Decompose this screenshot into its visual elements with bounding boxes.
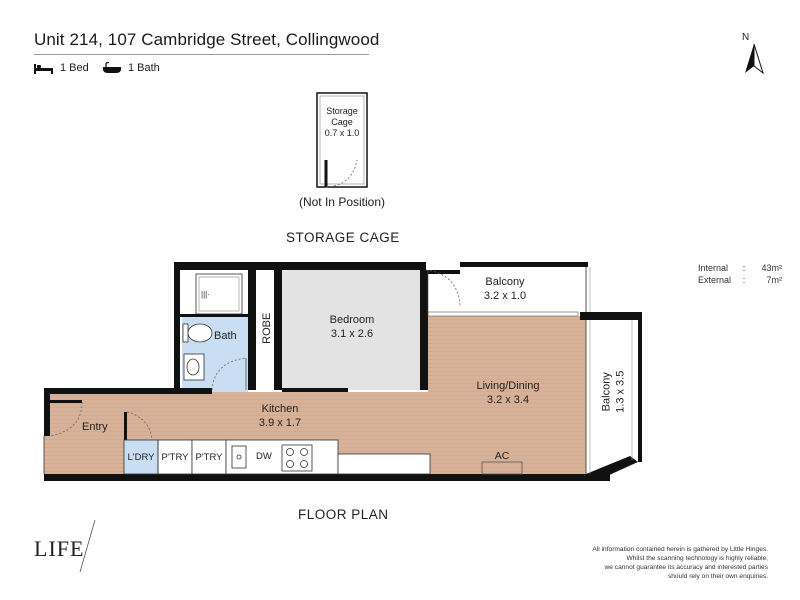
kitchen-label: Kitchen 3.9 x 1.7 <box>244 403 316 431</box>
pantry-label-1: P'TRY <box>161 452 189 463</box>
laundry-label: L'DRY <box>127 452 155 463</box>
robe-label: ROBE <box>261 312 274 344</box>
laundry-floor <box>124 440 158 474</box>
storage-cage-label: Storage Cage 0.7 x 1.0 <box>317 106 367 138</box>
balcony-top-label: Balcony 3.2 x 1.0 <box>470 276 540 304</box>
storage-note: (Not In Position) <box>298 195 386 209</box>
baths-label: 1 Bath <box>128 62 160 74</box>
svg-text:|||·: |||· <box>201 290 210 299</box>
floor-plan-heading: FLOOR PLAN <box>298 507 389 522</box>
storage-name-2: Cage <box>331 116 353 127</box>
basin-icon <box>183 353 205 381</box>
kitchen-name: Kitchen <box>261 403 299 415</box>
disclaimer: All information contained herein is gath… <box>528 546 768 582</box>
balcony-top-size: 3.2 x 1.0 <box>483 289 527 302</box>
ac-label: AC <box>494 450 510 462</box>
internal-area-label: Internal <box>698 263 729 273</box>
walls <box>44 262 642 481</box>
living-floor <box>428 316 586 474</box>
living-name: Living/Dining <box>476 380 540 392</box>
storage-cage-heading: STORAGE CAGE <box>286 230 400 245</box>
bed-icon <box>34 64 53 74</box>
storage-size: 0.7 x 1.0 <box>324 127 360 138</box>
bath-label: Bath <box>214 330 237 342</box>
kitchen-size: 3.9 x 1.7 <box>258 416 302 429</box>
toilet-icon <box>182 323 213 343</box>
disclaimer-line-1: All information contained herein is gath… <box>592 546 768 553</box>
title-divider <box>34 54 369 55</box>
balcony-side-label: Balcony 1.3 x 3.5 <box>600 356 628 428</box>
storage-name: Storage <box>326 106 358 116</box>
external-area-value: 7m² <box>766 275 783 286</box>
balcony-top-name: Balcony <box>485 276 525 288</box>
bedroom-name: Bedroom <box>329 314 375 326</box>
disclaimer-line-2: Whilst the scanning technology is highly… <box>626 554 768 562</box>
balcony-side-name: Balcony <box>600 372 613 412</box>
bath-icon <box>103 62 121 73</box>
ac-unit <box>481 461 523 475</box>
shower-icon: |||· <box>195 273 243 315</box>
listing-address: Unit 214, 107 Cambridge Street, Collingw… <box>34 30 380 49</box>
living-dining-label: Living/Dining 3.2 x 3.4 <box>460 380 556 408</box>
pantry-label-2: P'TRY <box>195 452 223 463</box>
balcony-side-size: 1.3 x 3.5 <box>614 370 626 413</box>
living-size: 3.2 x 3.4 <box>486 393 530 406</box>
cooktop-icon <box>281 444 313 472</box>
disclaimer-line-3: we cannot guarantee its accuracy and int… <box>604 563 768 571</box>
compass-north-label: N <box>742 32 750 43</box>
dishwasher-label: DW <box>256 451 272 462</box>
life-logo: LIFE <box>34 536 85 561</box>
entry-label: Entry <box>82 421 108 433</box>
sink-icon <box>231 445 247 469</box>
bedroom-label: Bedroom 3.1 x 2.6 <box>312 314 392 342</box>
bedroom-floor <box>282 270 422 390</box>
baths-info: 1 Bath <box>102 62 160 74</box>
area-summary: Internal : 43m² External : 7m² <box>698 263 783 286</box>
internal-area-value: 43m² <box>761 263 782 273</box>
bedroom-size: 3.1 x 2.6 <box>330 327 374 340</box>
external-area-label: External <box>698 275 732 286</box>
disclaimer-line-4: should rely on their own enquiries. <box>667 572 768 580</box>
beds-info: 1 Bed <box>34 62 89 74</box>
beds-label: 1 Bed <box>60 62 89 74</box>
